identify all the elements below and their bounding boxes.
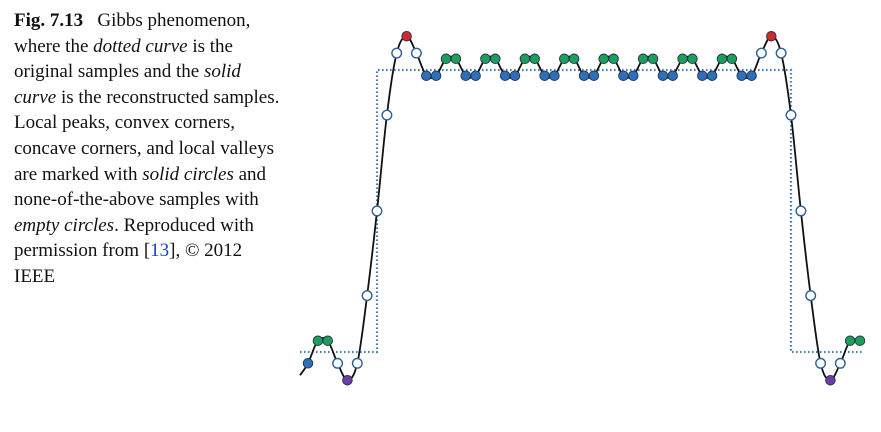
concave-corner-marker [706, 70, 718, 81]
empty-sample-marker [775, 47, 787, 59]
convex-corner-marker [490, 53, 501, 65]
caption-text-4: and none-of-the-above samples with [14, 163, 267, 211]
caption-italic-solid-circles: solid circles [142, 163, 234, 185]
local-valley-marker [825, 374, 836, 386]
concave-corner-marker [421, 70, 432, 81]
caption-text-3: is the reconstructed samples. Local peak… [14, 86, 280, 185]
convex-corner-marker [608, 53, 619, 65]
caption-italic-dotted-curve: dotted curve [93, 35, 188, 57]
caption-italic-empty-circles: empty circles [14, 214, 115, 236]
sample-markers [302, 30, 866, 386]
convex-corner-marker [854, 335, 866, 346]
local-peak-marker [401, 30, 412, 42]
local-valley-marker [342, 374, 353, 386]
concave-corner-marker [697, 70, 708, 81]
concave-corner-marker [302, 358, 314, 369]
convex-corner-marker [687, 53, 698, 65]
empty-sample-marker [795, 205, 807, 217]
caption-text-1: Gibbs phenomenon, where the [14, 10, 251, 57]
convex-corner-marker [598, 53, 609, 65]
convex-corner-marker [312, 335, 324, 346]
convex-corner-marker [637, 53, 649, 65]
convex-corner-marker [480, 53, 491, 65]
convex-corner-marker [844, 335, 856, 346]
concave-corner-marker [430, 70, 442, 81]
empty-sample-marker [332, 357, 344, 369]
concave-corner-marker [539, 70, 550, 81]
empty-sample-marker [834, 357, 846, 369]
concave-corner-marker [499, 70, 511, 81]
caption-italic-solid-curve: solid curve [14, 61, 241, 108]
empty-sample-marker [361, 290, 373, 302]
convex-corner-marker [322, 335, 333, 346]
caption-text-5: . Reproduced with permission from [ [14, 214, 254, 262]
concave-corner-marker [667, 70, 678, 81]
empty-sample-marker [391, 47, 403, 59]
empty-sample-marker [410, 47, 422, 59]
concave-corner-marker [549, 70, 560, 81]
convex-corner-marker [519, 53, 531, 65]
empty-sample-marker [371, 205, 383, 217]
convex-corner-marker [450, 53, 462, 65]
concave-corner-marker [588, 70, 600, 81]
figure-caption: Fig. 7.13 Gibbs phenomenon, where the do… [14, 8, 282, 290]
convex-corner-marker [529, 53, 540, 65]
empty-sample-marker [785, 109, 797, 121]
convex-corner-marker [559, 53, 570, 65]
concave-corner-marker [470, 70, 481, 81]
convex-corner-marker [726, 53, 738, 65]
original-samples-dotted-curve [300, 68, 864, 354]
convex-corner-marker [568, 53, 580, 65]
reconstructed-samples-solid-curve [299, 35, 861, 382]
convex-corner-marker [677, 53, 688, 65]
caption-text-2: is the original samples and the [14, 35, 233, 83]
reference-link[interactable]: 13 [150, 240, 170, 262]
concave-corner-marker [509, 70, 521, 81]
empty-sample-marker [381, 109, 393, 121]
concave-corner-marker [736, 70, 747, 81]
caption-text-6: ], © 2012 IEEE [14, 240, 243, 287]
figure-label: Fig. 7.13 [14, 10, 84, 31]
convex-corner-marker [647, 53, 659, 65]
convex-corner-marker [440, 53, 452, 65]
local-peak-marker [766, 30, 777, 42]
empty-sample-marker [805, 290, 817, 302]
empty-sample-marker [755, 47, 767, 59]
concave-corner-marker [746, 70, 757, 81]
concave-corner-marker [618, 70, 629, 81]
empty-sample-marker [351, 357, 363, 369]
concave-corner-marker [628, 70, 639, 81]
concave-corner-marker [460, 70, 471, 81]
concave-corner-marker [578, 70, 590, 81]
plot-curves [299, 35, 864, 382]
empty-sample-marker [815, 357, 827, 369]
concave-corner-marker [657, 70, 669, 81]
convex-corner-marker [716, 53, 728, 65]
